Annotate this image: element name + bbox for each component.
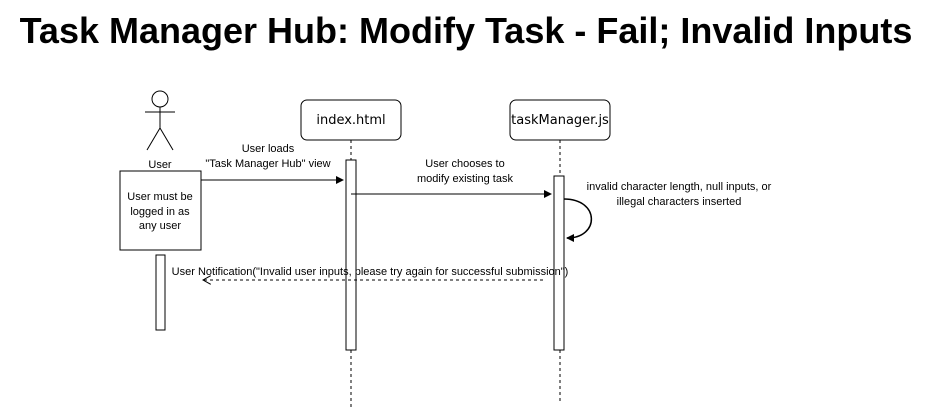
index-html-activation-bar: [345, 159, 357, 351]
participant-taskmanager-js-label: taskManager.js: [511, 113, 609, 128]
message-load-line-2: "Task Manager Hub" view: [205, 158, 330, 170]
message-load-line-1: User loads: [242, 143, 295, 155]
actor-note-line-2: logged in as: [130, 206, 190, 218]
message-modify-line-1: User chooses to: [425, 158, 504, 170]
message-modify-line-2: modify existing task: [417, 173, 513, 185]
self-check-loop-arrow: [563, 198, 593, 242]
actor-activation-bar: [155, 254, 166, 331]
actor-note-box: [119, 170, 202, 251]
taskmanager-js-activation-bar: [553, 175, 565, 351]
participant-index-html-label: index.html: [316, 113, 385, 128]
actor-note-line-1: User must be: [127, 191, 192, 203]
actor-note-line-3: any user: [139, 220, 182, 232]
actor-label: User: [148, 159, 172, 171]
self-check-line-1: invalid character length, null inputs, o…: [587, 181, 772, 193]
self-check-line-2: illegal characters inserted: [617, 196, 742, 208]
user-actor-icon: [145, 90, 175, 151]
notification-label: User Notification("Invalid user inputs, …: [172, 266, 569, 278]
diagram-title: Task Manager Hub: Modify Task - Fail; In…: [20, 10, 913, 51]
